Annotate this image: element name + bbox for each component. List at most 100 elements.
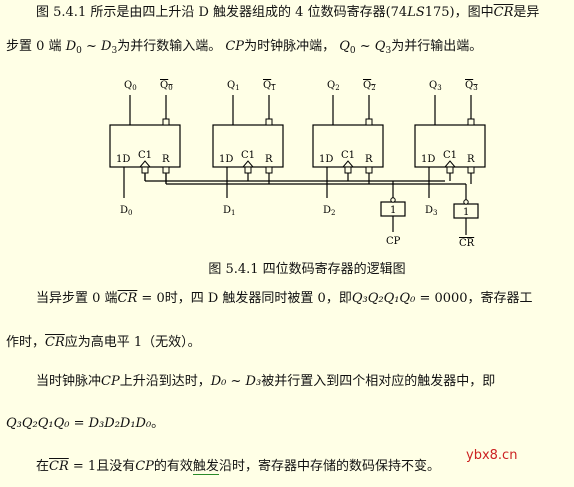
qbar-output-label: Q3 bbox=[465, 80, 478, 92]
cr-symbol: CR bbox=[493, 5, 514, 20]
bus-wires bbox=[144, 174, 467, 202]
text-segment: = 0000，寄存器工 bbox=[415, 291, 533, 306]
cr-gate-label: 1 bbox=[463, 207, 469, 218]
text-segment: 图 5.4.1 所示是由四上升沿 D 触发器组成的 4 位数码寄存器(74 bbox=[36, 5, 408, 20]
q-output-label: Q3 bbox=[429, 80, 442, 92]
text-segment: 为并行输出端。 bbox=[391, 39, 483, 54]
d-pin-label: 1D bbox=[319, 154, 333, 165]
paragraph-ports: 步置 0 端 D0 ~ D3为并行数输入端。 CP为时钟脉冲端， Q0 ~ Q3… bbox=[6, 38, 574, 56]
clock-pin-label: C1 bbox=[341, 150, 355, 161]
cr-symbol: CR bbox=[49, 459, 69, 474]
tilde: ~ bbox=[81, 39, 102, 54]
cp-inversion-bubble bbox=[390, 197, 396, 203]
q-output-label: Q2 bbox=[327, 80, 340, 92]
text-segment: 步置 0 端 bbox=[6, 39, 62, 54]
d-input-label: D0 bbox=[120, 205, 133, 217]
d-pin-label: 1D bbox=[421, 154, 435, 165]
clock-pin-label: C1 bbox=[443, 150, 457, 161]
cp-gate-label: 1 bbox=[390, 205, 396, 216]
clock-edge-marker bbox=[444, 160, 456, 168]
text-segment: 175)，图中 bbox=[424, 5, 494, 20]
qbar-output-label: Q1 bbox=[263, 80, 276, 92]
d-pin-label: 1D bbox=[219, 154, 233, 165]
q-output-label: Q0 bbox=[124, 80, 137, 92]
qbar-inversion-marker bbox=[365, 118, 373, 126]
text-segment: 。 bbox=[151, 416, 165, 431]
text-segment: 在 bbox=[36, 459, 50, 474]
reset-pin-label: R bbox=[162, 154, 170, 165]
paragraph-reset: 当异步置 0 端CR = 0时，四 D 触发器同时被置 0，即Q₃Q₂Q₁Q₀ … bbox=[36, 290, 574, 308]
reset-input-marker bbox=[265, 166, 273, 174]
q0-symbol: Q bbox=[339, 39, 350, 54]
text-segment: 应为高电平 1（无效）。 bbox=[64, 335, 201, 350]
d-flip-flop-2: Q2 Q2 1D C1 R D2 bbox=[312, 80, 384, 217]
d-input-label: D3 bbox=[425, 205, 438, 217]
text-segment: 的有效 bbox=[153, 459, 193, 474]
text-segment: 作时， bbox=[6, 335, 46, 350]
text-segment: 上升沿到达时， bbox=[119, 374, 211, 389]
d-flip-flop-0: Q0 Q0 1D C1 R D0 bbox=[109, 80, 181, 217]
cp-symbol: CP bbox=[225, 39, 245, 54]
clock-input-marker bbox=[244, 166, 252, 174]
figure-caption: 图 5.4.1 四位数码寄存器的逻辑图 bbox=[208, 262, 406, 277]
cr-symbol: CR bbox=[45, 335, 65, 350]
reset-input-marker bbox=[162, 166, 170, 174]
cr-symbol: CR bbox=[117, 291, 138, 306]
qbar-output-label: Q0 bbox=[160, 80, 173, 92]
cp-symbol: CP bbox=[135, 459, 154, 474]
qbar-inversion-marker bbox=[162, 118, 170, 126]
qbar-output-label: Q2 bbox=[363, 80, 376, 92]
clock-input-marker bbox=[446, 166, 454, 174]
watermark: ybx8.cn bbox=[466, 448, 518, 463]
paragraph-work: 作时，CR应为高电平 1（无效）。 bbox=[6, 334, 574, 352]
qbar-inversion-marker bbox=[265, 118, 273, 126]
d3-symbol: D bbox=[101, 39, 112, 54]
q-output-label: Q1 bbox=[227, 80, 240, 92]
q-equals-d-expression: Q₃Q₂Q₁Q₀ = D₃D₂D₁D₀ bbox=[6, 416, 152, 431]
text-segment: 被并行置入到四个相对应的触发器中，即 bbox=[261, 374, 496, 389]
tilde: ~ bbox=[355, 39, 375, 54]
qbar-inversion-marker bbox=[467, 118, 475, 126]
d-pin-label: 1D bbox=[116, 154, 130, 165]
d0-symbol: D bbox=[65, 39, 77, 54]
d0-symbol: D₀ bbox=[210, 374, 227, 389]
subscript: 0 bbox=[76, 46, 82, 56]
cr-label: CR bbox=[459, 238, 475, 249]
clock-input-marker bbox=[344, 166, 352, 174]
d3-symbol: D₃ bbox=[245, 374, 262, 389]
q-expression: Q₃Q₂Q₁Q₀ bbox=[351, 291, 416, 306]
text-segment: 当时钟脉冲 bbox=[36, 374, 102, 389]
text-segment: 是异 bbox=[513, 5, 540, 20]
subscript: 0 bbox=[349, 46, 356, 56]
d-input-label: D2 bbox=[323, 205, 336, 217]
reset-pin-label: R bbox=[467, 154, 475, 165]
clock-input-marker bbox=[141, 166, 149, 174]
text-segment: 当异步置 0 端 bbox=[36, 291, 118, 306]
subscript: 3 bbox=[111, 46, 118, 56]
text-segment: 触发 bbox=[192, 459, 219, 475]
cr-inversion-bubble bbox=[463, 199, 469, 205]
text-segment: LS bbox=[407, 5, 425, 20]
text-segment: = 0时，四 D 触发器同时被置 0，即 bbox=[137, 291, 352, 306]
paragraph-clock: 当时钟脉冲CP上升沿到达时，D₀ ~ D₃被并行置入到四个相对应的触发器中，即 bbox=[36, 373, 574, 391]
reset-input-marker bbox=[467, 166, 475, 174]
clock-edge-marker bbox=[139, 160, 151, 168]
paragraph-intro: 图 5.4.1 所示是由四上升沿 D 触发器组成的 4 位数码寄存器(74LS1… bbox=[36, 4, 574, 22]
subscript: 3 bbox=[385, 46, 392, 56]
reset-pin-label: R bbox=[365, 154, 373, 165]
cp-label: CP bbox=[386, 236, 401, 247]
paragraph-hold: 在CR = 1且没有CP的有效触发沿时，寄存器中存储的数码保持不变。 bbox=[36, 458, 574, 476]
text-segment: 沿时，寄存器中存储的数码保持不变。 bbox=[218, 459, 440, 474]
clock-edge-marker bbox=[242, 160, 254, 168]
text-segment: 为时钟脉冲端， bbox=[244, 39, 336, 54]
clock-edge-marker bbox=[342, 160, 354, 168]
q3-symbol: Q bbox=[374, 39, 386, 54]
text-segment: 为并行数输入端。 bbox=[117, 39, 222, 54]
reset-pin-label: R bbox=[265, 154, 273, 165]
reset-input-marker bbox=[365, 166, 373, 174]
tilde: ~ bbox=[226, 374, 246, 389]
clock-pin-label: C1 bbox=[138, 150, 152, 161]
text-segment: = 1且没有 bbox=[68, 459, 136, 474]
d-flip-flop-3: Q3 Q3 1D C1 R D3 bbox=[414, 80, 486, 217]
